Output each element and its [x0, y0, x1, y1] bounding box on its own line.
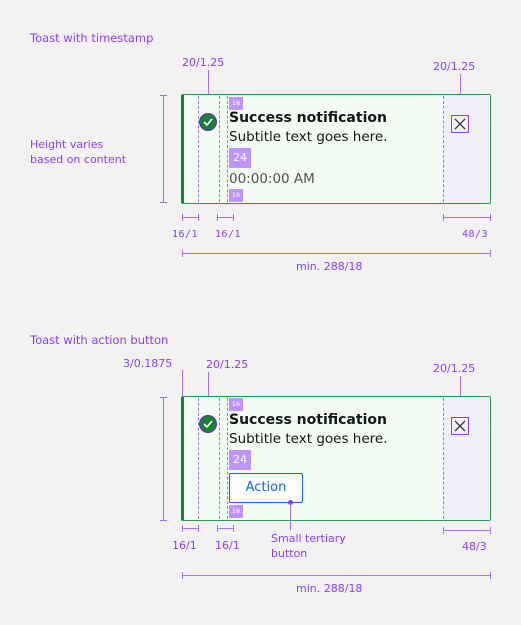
measure-close-width [443, 217, 490, 218]
height-measure-tick-top [160, 95, 167, 96]
measure-text-padding [217, 217, 233, 218]
measure-tick [490, 572, 491, 579]
measure-tick [490, 214, 491, 221]
measure-tick [182, 250, 183, 257]
section-label-action: Toast with action button [30, 333, 169, 347]
guide-icon-right-2 [219, 398, 220, 519]
guide-close-left [443, 96, 444, 202]
measure-tick [443, 527, 444, 534]
guide-icon-left [198, 96, 199, 202]
left-padding-label: 16/1 [172, 229, 199, 240]
toast-subtitle-2: Subtitle text goes here. [229, 431, 388, 447]
icon-size-annotation-2: 20/1.25 [206, 358, 249, 371]
checkmark-icon [199, 113, 217, 131]
guide-icon-right [219, 96, 220, 202]
spacer-16-top-2: 16 [229, 398, 243, 411]
measure-tick [233, 214, 234, 221]
measure-tick [198, 214, 199, 221]
button-leader-dot [288, 500, 293, 505]
measure-left-padding [182, 217, 198, 218]
spacer-24-2: 24 [229, 450, 251, 470]
measure-tick [233, 525, 234, 532]
measure-text-padding-2 [217, 528, 233, 529]
icon-size-annotation: 20/1.25 [182, 56, 225, 69]
toast-timestamp-text: 00:00:00 AM [229, 171, 315, 187]
section-label-timestamp: Toast with timestamp [30, 31, 154, 45]
toast-subtitle: Subtitle text goes here. [229, 129, 388, 145]
min-width-label: min. 288/18 [296, 260, 363, 273]
guide-text-left-2 [227, 398, 228, 519]
close-size-annotation-2: 20/1.25 [433, 362, 476, 375]
button-leader [290, 503, 291, 530]
close-size-annotation: 20/1.25 [433, 60, 476, 73]
icon-size-leader [208, 70, 209, 110]
measure-min-width [182, 253, 491, 254]
height-measure-line [163, 95, 164, 202]
measure-tick [198, 525, 199, 532]
spacer-16-bottom: 16 [229, 189, 243, 202]
text-padding-label: 16/1 [215, 229, 242, 240]
border-width-annotation: 3/0.1875 [123, 357, 173, 370]
height-measure-tick-bottom-2 [160, 520, 167, 521]
close-width-label-2: 48/3 [462, 540, 487, 553]
toast-title: Success notification [229, 110, 387, 126]
border-width-leader [182, 370, 183, 396]
measure-tick [217, 214, 218, 221]
button-note: Small tertiary button [271, 532, 346, 560]
measure-min-width-2 [182, 575, 491, 576]
close-button-area-2[interactable] [444, 397, 490, 520]
measure-tick [443, 214, 444, 221]
spacer-16-bottom-2: 16 [229, 505, 243, 518]
measure-left-padding-2 [182, 528, 198, 529]
guide-icon-left-2 [198, 398, 199, 519]
close-icon-2[interactable] [451, 417, 469, 435]
spacer-16-top: 16 [229, 97, 243, 110]
icon-size-leader-2 [208, 372, 209, 412]
close-width-label: 48/3 [462, 229, 489, 240]
action-button[interactable]: Action [229, 473, 303, 503]
text-padding-label-2: 16/1 [215, 539, 240, 552]
height-measure-line-2 [163, 397, 164, 520]
left-padding-label-2: 16/1 [172, 539, 197, 552]
measure-close-width-2 [443, 530, 490, 531]
height-note: Height varies based on content [30, 138, 127, 166]
guide-text-left [227, 96, 228, 202]
measure-tick [490, 250, 491, 257]
measure-tick [490, 527, 491, 534]
height-measure-tick-bottom [160, 202, 167, 203]
close-button-area[interactable] [444, 95, 490, 203]
measure-tick [217, 525, 218, 532]
guide-close-left-2 [443, 398, 444, 519]
spacer-24: 24 [229, 148, 251, 168]
measure-tick [182, 525, 183, 532]
toast-title-2: Success notification [229, 412, 387, 428]
measure-tick [182, 572, 183, 579]
height-measure-tick-top-2 [160, 397, 167, 398]
close-icon[interactable] [451, 115, 469, 133]
checkmark-icon-2 [199, 415, 217, 433]
min-width-label-2: min. 288/18 [296, 582, 363, 595]
measure-tick [182, 214, 183, 221]
